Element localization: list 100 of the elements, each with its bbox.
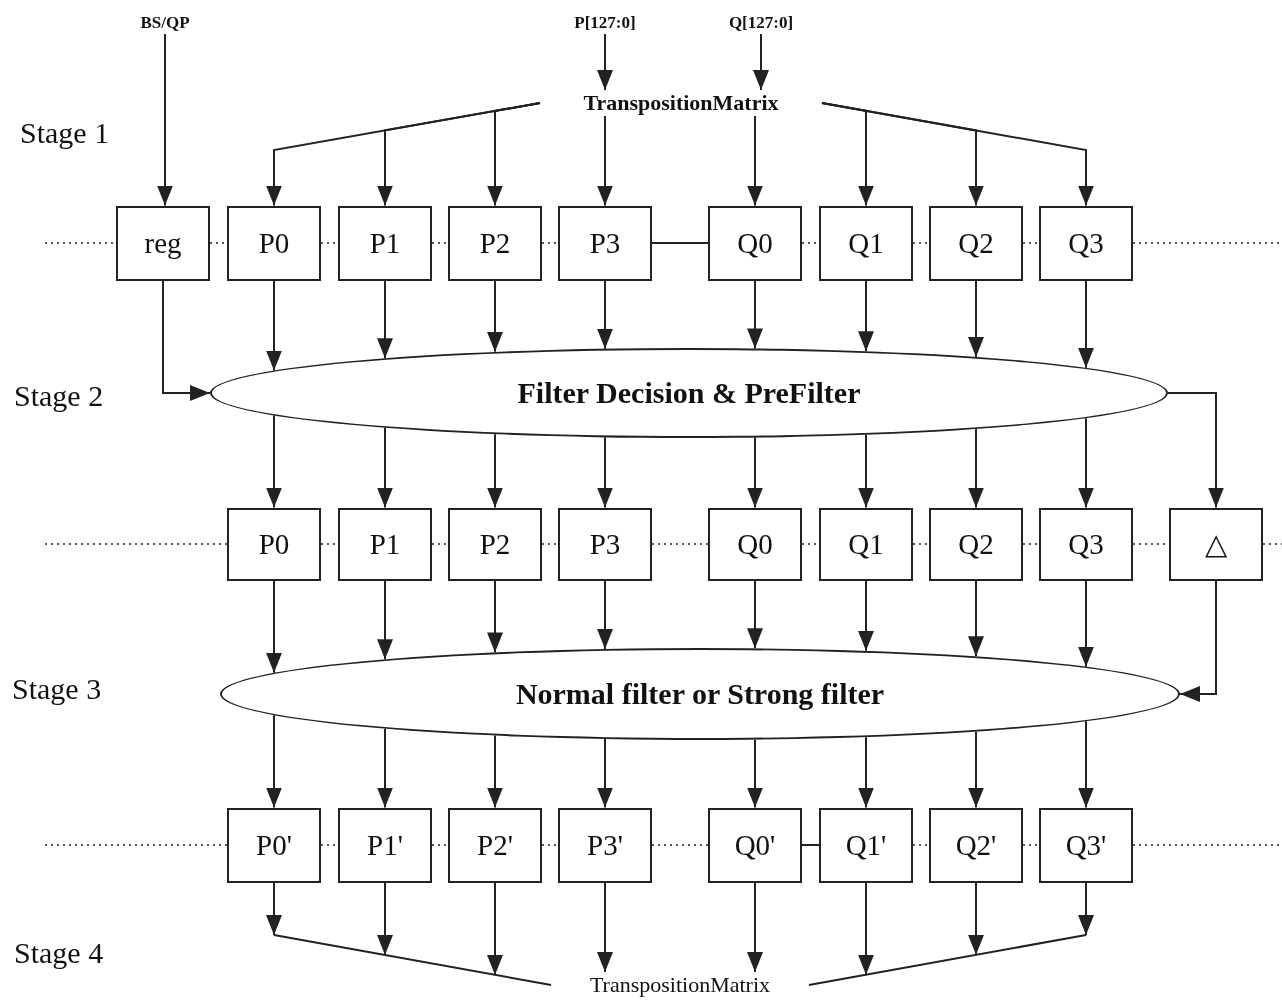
arrow — [377, 727, 393, 809]
arrow — [747, 579, 763, 650]
register-box: Q2' — [929, 807, 1023, 883]
arrow — [747, 115, 763, 207]
register-box: Q0 — [708, 205, 802, 281]
register-box: P0 — [227, 205, 321, 281]
register-box: P3 — [558, 507, 652, 581]
register-box: Q1 — [819, 205, 913, 281]
dotted-line — [44, 543, 228, 545]
dotted-line — [541, 242, 559, 244]
arrow — [597, 738, 613, 809]
stage-label: Stage 2 — [14, 381, 104, 411]
arrow — [487, 734, 503, 809]
arrow — [747, 738, 763, 809]
arrow — [968, 579, 984, 658]
dotted-line — [912, 844, 930, 846]
arrow — [858, 881, 874, 976]
dotted-line — [651, 844, 709, 846]
arrow — [597, 579, 613, 650]
dotted-line — [1132, 242, 1282, 244]
arrow — [597, 279, 613, 350]
dotted-line — [1132, 844, 1282, 846]
arrow — [1167, 392, 1224, 509]
register-box: Q2 — [929, 507, 1023, 581]
register-box: P0 — [227, 507, 321, 581]
register-box: reg — [116, 205, 210, 281]
arrow — [968, 428, 984, 509]
register-box: Q3 — [1039, 507, 1133, 581]
arrow — [377, 279, 393, 360]
arrow — [597, 115, 613, 207]
arrow — [747, 279, 763, 350]
dotted-line — [1022, 844, 1040, 846]
register-box: Q0 — [708, 507, 802, 581]
arrow — [1078, 279, 1094, 369]
connector-line — [801, 844, 820, 846]
arrow — [157, 33, 173, 207]
register-box: P1 — [338, 205, 432, 281]
register-box: P3 — [558, 205, 652, 281]
dotted-line — [651, 543, 709, 545]
dotted-line — [912, 543, 930, 545]
arrow — [1078, 881, 1094, 936]
arrow — [487, 881, 503, 976]
arrow — [1078, 579, 1094, 668]
arrow — [753, 33, 769, 91]
dotted-line — [541, 844, 559, 846]
arrow — [162, 279, 211, 401]
arrow — [597, 881, 613, 973]
connector-line — [651, 242, 709, 244]
dotted-line — [431, 543, 449, 545]
signal-label: P[127:0] — [555, 10, 655, 34]
arrow — [266, 881, 282, 936]
arrow — [266, 714, 282, 809]
register-box: P1 — [338, 507, 432, 581]
process-ellipse: Filter Decision & PreFilter — [210, 348, 1168, 438]
register-box: △ — [1169, 507, 1263, 581]
arrow — [747, 881, 763, 973]
arrow — [266, 279, 282, 372]
dotted-line — [44, 844, 228, 846]
arrow — [377, 579, 393, 661]
dotted-line — [431, 242, 449, 244]
register-box: P0' — [227, 807, 321, 883]
register-box: P2' — [448, 807, 542, 883]
register-box: Q3' — [1039, 807, 1133, 883]
process-ellipse: Normal filter or Strong filter — [220, 648, 1180, 740]
arrow — [747, 436, 763, 509]
arrow — [377, 881, 393, 957]
arrow — [377, 426, 393, 509]
arrow — [1179, 579, 1217, 702]
signal-label: BS/QP — [130, 10, 200, 34]
dotted-line — [912, 242, 930, 244]
arrow — [821, 102, 1094, 207]
register-box: Q0' — [708, 807, 802, 883]
stage-label: Stage 1 — [20, 118, 110, 148]
dotted-line — [1262, 543, 1282, 545]
arrow — [487, 102, 541, 207]
matrix-label: TranspositionMatrix — [540, 90, 822, 116]
arrow — [968, 279, 984, 358]
register-box: P2 — [448, 507, 542, 581]
arrow — [266, 579, 282, 674]
signal-label: Q[127:0] — [711, 10, 811, 34]
arrow — [266, 414, 282, 509]
stage-label: Stage 4 — [14, 938, 104, 968]
register-box: P3' — [558, 807, 652, 883]
register-box: P2 — [448, 205, 542, 281]
register-box: Q1' — [819, 807, 913, 883]
arrow — [487, 579, 503, 654]
matrix-label: TranspositionMatrix — [588, 972, 772, 998]
dotted-line — [431, 844, 449, 846]
arrow — [597, 33, 613, 91]
arrow — [597, 436, 613, 509]
dotted-line — [1022, 242, 1040, 244]
register-box: P1' — [338, 807, 432, 883]
register-box: Q2 — [929, 205, 1023, 281]
arrow — [1078, 720, 1094, 809]
arrow — [968, 881, 984, 956]
stage-label: Stage 3 — [12, 674, 102, 704]
dotted-line — [1022, 543, 1040, 545]
arrow — [1078, 417, 1094, 509]
arrow — [968, 730, 984, 809]
dotted-line — [541, 543, 559, 545]
